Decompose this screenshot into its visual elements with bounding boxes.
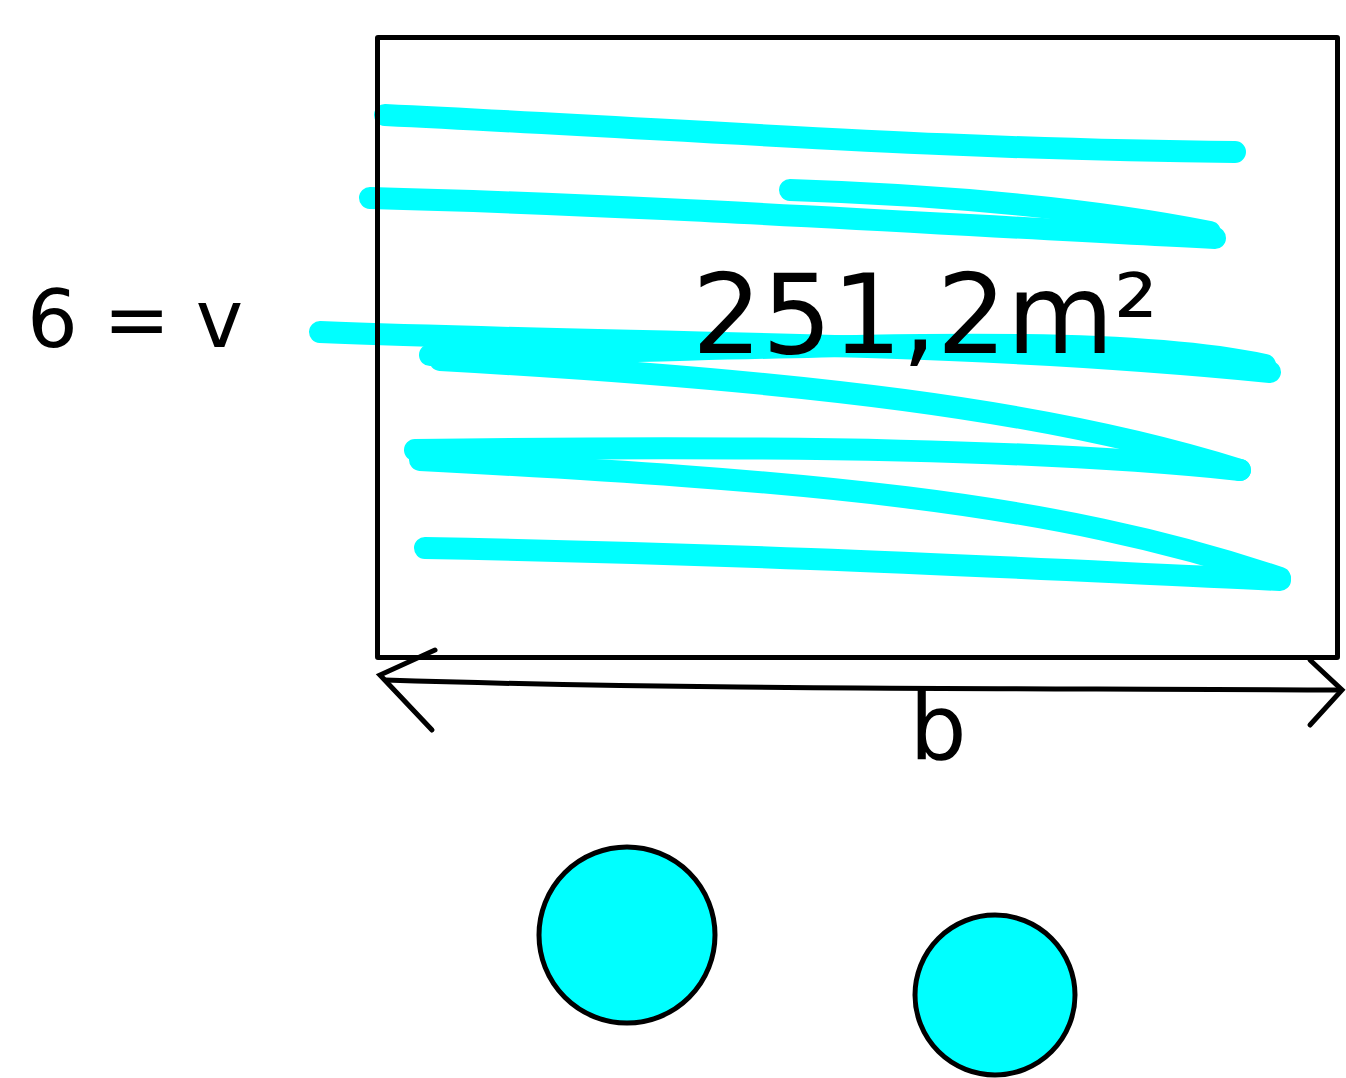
area-rectangle: 251,2m² [375,35,1340,660]
area-value: 251,2m² [692,260,1158,370]
cyan-circle [915,915,1075,1075]
cyan-circle [539,847,715,1023]
dimension-label: b [909,683,966,773]
dimension-arrow [380,650,1342,730]
side-label: 6 = v [27,280,243,360]
cyan-scribble [320,115,1280,580]
